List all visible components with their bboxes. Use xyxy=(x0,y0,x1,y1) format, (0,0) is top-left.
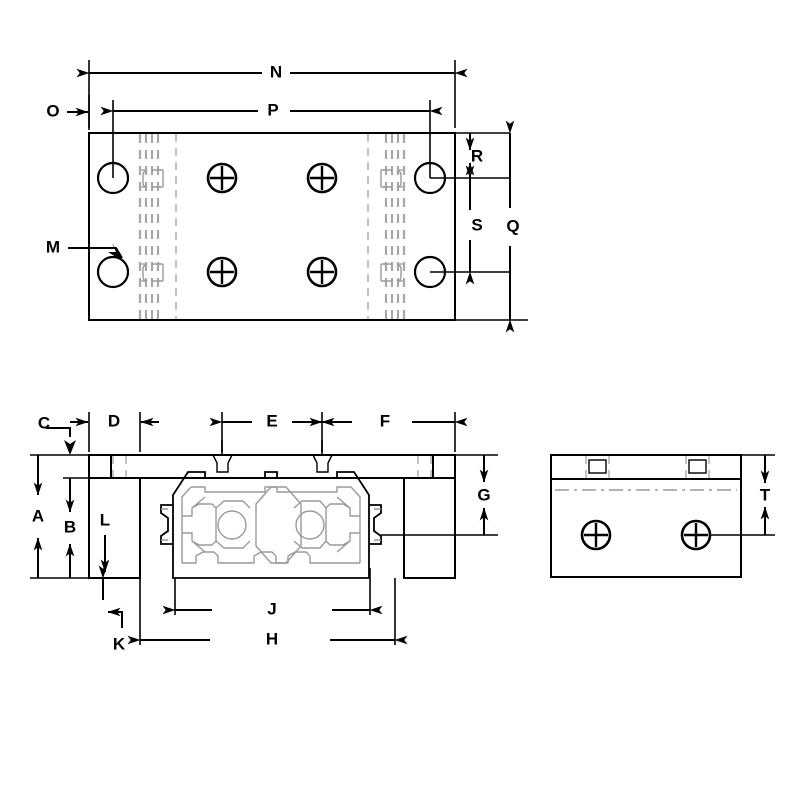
front-view-flange-hidden-lines xyxy=(112,456,432,477)
dimension-label-E: E xyxy=(266,411,277,430)
side-view-counterbore-left xyxy=(585,456,610,478)
front-view-right-plate xyxy=(403,454,456,579)
top-view-hidden-lines-right xyxy=(367,134,406,319)
dimension-Q: Q xyxy=(455,120,528,333)
dimension-label-R: R xyxy=(471,146,483,165)
side-view-counterbore-right xyxy=(685,456,710,478)
extrusion-profile xyxy=(160,471,382,579)
countersunk-hole-bottom-left xyxy=(206,256,238,288)
dimension-label-P: P xyxy=(267,100,278,119)
front-view-left-plate xyxy=(88,454,141,579)
dimension-B: B xyxy=(63,477,110,578)
leader-M: M xyxy=(46,237,124,262)
dimension-A: A xyxy=(30,454,88,579)
top-view-hidden-lines-left xyxy=(138,134,177,319)
dimension-label-O: O xyxy=(46,101,59,120)
dimension-label-C: C xyxy=(38,413,50,432)
top-view-tslot-detail-right xyxy=(380,169,404,282)
dimension-F: F xyxy=(309,411,468,452)
dimension-H: H xyxy=(127,578,408,648)
dimension-K: K xyxy=(95,565,140,653)
top-view: N P O M R xyxy=(46,60,528,333)
dimension-label-T: T xyxy=(760,485,771,504)
top-view-tslot-detail-left xyxy=(140,169,164,282)
dimension-label-J: J xyxy=(267,599,276,618)
dimension-P: P xyxy=(100,100,443,178)
dimension-O: O xyxy=(46,95,90,130)
countersunk-hole-bottom-right xyxy=(306,256,338,288)
dimension-label-G: G xyxy=(477,485,490,504)
dimension-label-F: F xyxy=(380,411,390,430)
dimension-label-Q: Q xyxy=(506,216,519,235)
dimension-label-D: D xyxy=(108,411,120,430)
front-view-top-flange xyxy=(88,454,456,479)
dimension-label-B: B xyxy=(64,517,76,536)
dimension-G: G xyxy=(381,454,498,536)
side-view-countersunk-hole-left xyxy=(580,519,612,551)
dimension-N: N xyxy=(76,60,468,128)
dimension-C: C xyxy=(38,413,76,455)
dimension-T: T xyxy=(710,454,775,536)
dimension-J: J xyxy=(162,568,383,618)
side-view-outline xyxy=(550,454,742,578)
front-view: C D E F xyxy=(30,411,498,653)
dimension-label-L: L xyxy=(100,510,110,529)
side-view-countersunk-hole-right xyxy=(680,519,712,551)
dimension-label-S: S xyxy=(471,215,482,234)
dimension-D: D xyxy=(70,411,159,452)
mounting-hole-bottom-left xyxy=(96,255,130,289)
dimension-label-H: H xyxy=(266,629,278,648)
top-view-plate-outline xyxy=(88,132,456,321)
side-view: T xyxy=(550,454,775,578)
dimension-S: S xyxy=(430,165,510,285)
dimension-label-M: M xyxy=(46,237,60,256)
dimension-label-A: A xyxy=(32,506,44,525)
countersunk-hole-top-left xyxy=(206,162,238,194)
dimension-label-K: K xyxy=(113,634,126,653)
countersunk-hole-top-right xyxy=(306,162,338,194)
dimension-E: E xyxy=(209,411,335,452)
dimension-label-N: N xyxy=(270,62,282,81)
dimension-L: L xyxy=(100,510,110,573)
